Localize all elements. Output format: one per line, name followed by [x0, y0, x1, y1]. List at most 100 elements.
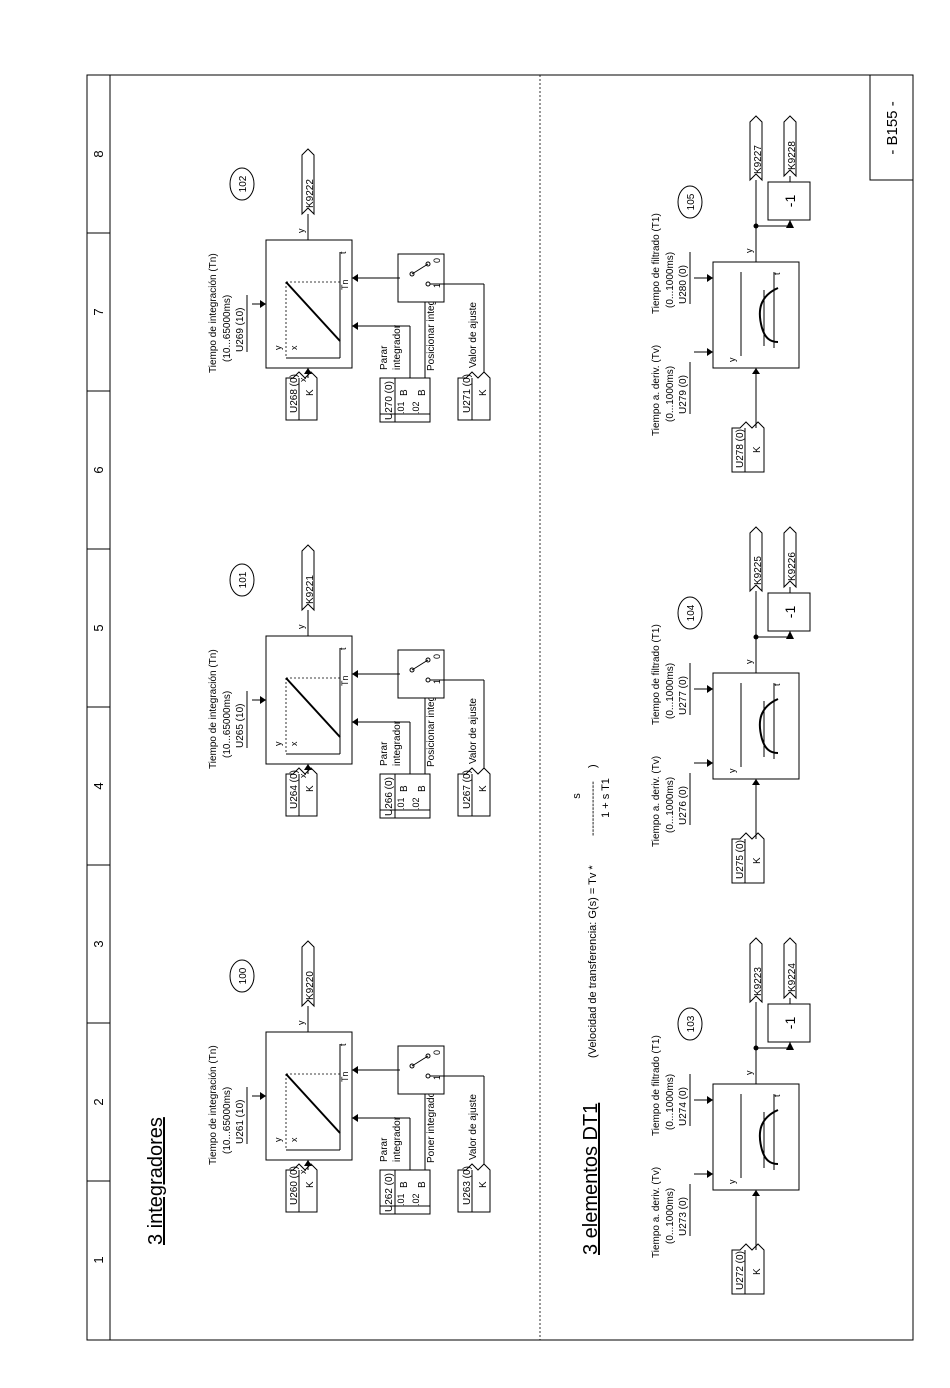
- block-number-ring: [229, 563, 255, 597]
- setval-code: U263 (0): [462, 1166, 473, 1205]
- transfer-prefix: (Velocidad de transferencia: G(s) = Tv *: [587, 865, 599, 1058]
- setval-code: U271 (0): [462, 374, 473, 413]
- tv-range: (0...1000ms): [665, 1188, 676, 1244]
- param-code: U261 (10): [235, 1100, 246, 1144]
- setval-code: U267 (0): [462, 770, 473, 809]
- svg-text:K: K: [752, 1268, 763, 1275]
- column-number: 7: [91, 308, 106, 315]
- output-code: K9220: [305, 971, 316, 1000]
- invert-label: -1: [782, 195, 798, 208]
- svg-text:integrador: integrador: [392, 720, 403, 766]
- transfer-function: (Velocidad de transferencia: G(s) = Tv *…: [571, 764, 612, 1058]
- column-number: 4: [91, 782, 106, 789]
- svg-text:t: t: [338, 1043, 348, 1046]
- svg-text:t: t: [772, 272, 782, 275]
- ctrl-code: U266 (0): [384, 777, 395, 816]
- svg-text:x: x: [289, 345, 299, 350]
- svg-text:K: K: [478, 785, 489, 792]
- svg-text:.02: .02: [411, 401, 421, 414]
- svg-text:y: y: [273, 1137, 283, 1142]
- input-code: U268 (0): [289, 374, 300, 413]
- input-connector: [285, 767, 318, 817]
- svg-text:x: x: [289, 1137, 299, 1142]
- block-number-ring: [677, 1007, 703, 1041]
- dt1-block: Tiempo a. deriv. (Tv) (0...1000ms) U273 …: [651, 937, 811, 1295]
- integrator-box: [265, 239, 353, 369]
- svg-text:0: 0: [432, 258, 442, 263]
- svg-text:y: y: [273, 741, 283, 746]
- column-number: 6: [91, 466, 106, 473]
- block-number-ring: [229, 167, 255, 201]
- svg-text:Valor de ajuste: Valor de ajuste: [468, 302, 479, 368]
- output-connector: [749, 937, 763, 1004]
- svg-text:y: y: [273, 345, 283, 350]
- block-number-ring: [677, 596, 703, 630]
- t1-range: (0...1000ms): [665, 663, 676, 719]
- tv-code: U279 (0): [678, 375, 689, 414]
- svg-text:x: x: [298, 1169, 308, 1174]
- set-switch: [397, 253, 445, 303]
- setval-connector: [457, 767, 491, 817]
- output-connector: [783, 115, 797, 178]
- tv-code: U273 (0): [678, 1197, 689, 1236]
- t1-range: (0...1000ms): [665, 1074, 676, 1130]
- output-code: K9227: [753, 145, 764, 174]
- svg-text:B: B: [417, 389, 428, 396]
- setval-connector: [457, 1163, 491, 1213]
- svg-text:B: B: [417, 785, 428, 792]
- output-connector: [783, 937, 797, 1000]
- param-title: Tiempo de integración (Tn): [208, 1045, 219, 1165]
- param-range: (10...65000ms): [222, 691, 233, 758]
- svg-text:K: K: [478, 389, 489, 396]
- svg-text:Parar: Parar: [379, 1137, 390, 1162]
- svg-text:integrador: integrador: [392, 324, 403, 370]
- integrator-block: Tiempo de integración (Tn) (10...65000ms…: [208, 940, 491, 1215]
- output-code: K9228: [787, 141, 798, 170]
- block-number: 102: [238, 175, 249, 192]
- block-number: 103: [686, 1015, 697, 1032]
- param-range: (10...65000ms): [222, 1087, 233, 1154]
- svg-text:0: 0: [432, 654, 442, 659]
- output-connector: [749, 526, 763, 593]
- svg-text:Poner integrador: Poner integrador: [426, 1088, 437, 1163]
- output-code: K9223: [753, 967, 764, 996]
- t1-title: Tiempo de filtrado (T1): [651, 1035, 662, 1136]
- param-title: Tiempo de integración (Tn): [208, 649, 219, 769]
- svg-text:t: t: [772, 1094, 782, 1097]
- svg-text:Tn: Tn: [340, 675, 350, 686]
- svg-text:K: K: [305, 1181, 316, 1188]
- transfer-close: ): [587, 764, 599, 768]
- t1-code: U277 (0): [678, 676, 689, 715]
- svg-text:y: y: [744, 1070, 754, 1075]
- input-connector: [731, 832, 765, 884]
- svg-text:Posicionar integrador: Posicionar integrador: [426, 672, 437, 767]
- param-title: Tiempo de integración (Tn): [208, 253, 219, 373]
- svg-text:y: y: [744, 248, 754, 253]
- set-switch: [397, 1045, 445, 1095]
- svg-text:K: K: [305, 389, 316, 396]
- svg-text:Valor de ajuste: Valor de ajuste: [468, 1094, 479, 1160]
- tv-title: Tiempo a. deriv. (Tv): [651, 345, 662, 436]
- dt1-block: Tiempo a. deriv. (Tv) (0...1000ms) U279 …: [651, 115, 811, 473]
- input-connector: [731, 1243, 765, 1295]
- column-separators: [87, 232, 110, 1182]
- svg-text:y: y: [296, 624, 306, 629]
- svg-text:x: x: [289, 741, 299, 746]
- output-code: K9225: [753, 556, 764, 585]
- svg-text:B: B: [417, 1181, 428, 1188]
- tv-range: (0...1000ms): [665, 366, 676, 422]
- block-number: 101: [238, 571, 249, 588]
- input-connector: [731, 421, 765, 473]
- t1-title: Tiempo de filtrado (T1): [651, 624, 662, 725]
- output-connector: [749, 115, 763, 182]
- svg-text:B: B: [399, 785, 410, 792]
- integrator-block: Tiempo de integración (Tn) (10...65000ms…: [208, 544, 491, 819]
- column-number: 3: [91, 940, 106, 947]
- t1-range: (0...1000ms): [665, 252, 676, 308]
- output-code: K9222: [305, 179, 316, 208]
- svg-text:y: y: [727, 1179, 737, 1184]
- input-code: U272 (0): [735, 1251, 746, 1290]
- tv-title: Tiempo a. deriv. (Tv): [651, 756, 662, 847]
